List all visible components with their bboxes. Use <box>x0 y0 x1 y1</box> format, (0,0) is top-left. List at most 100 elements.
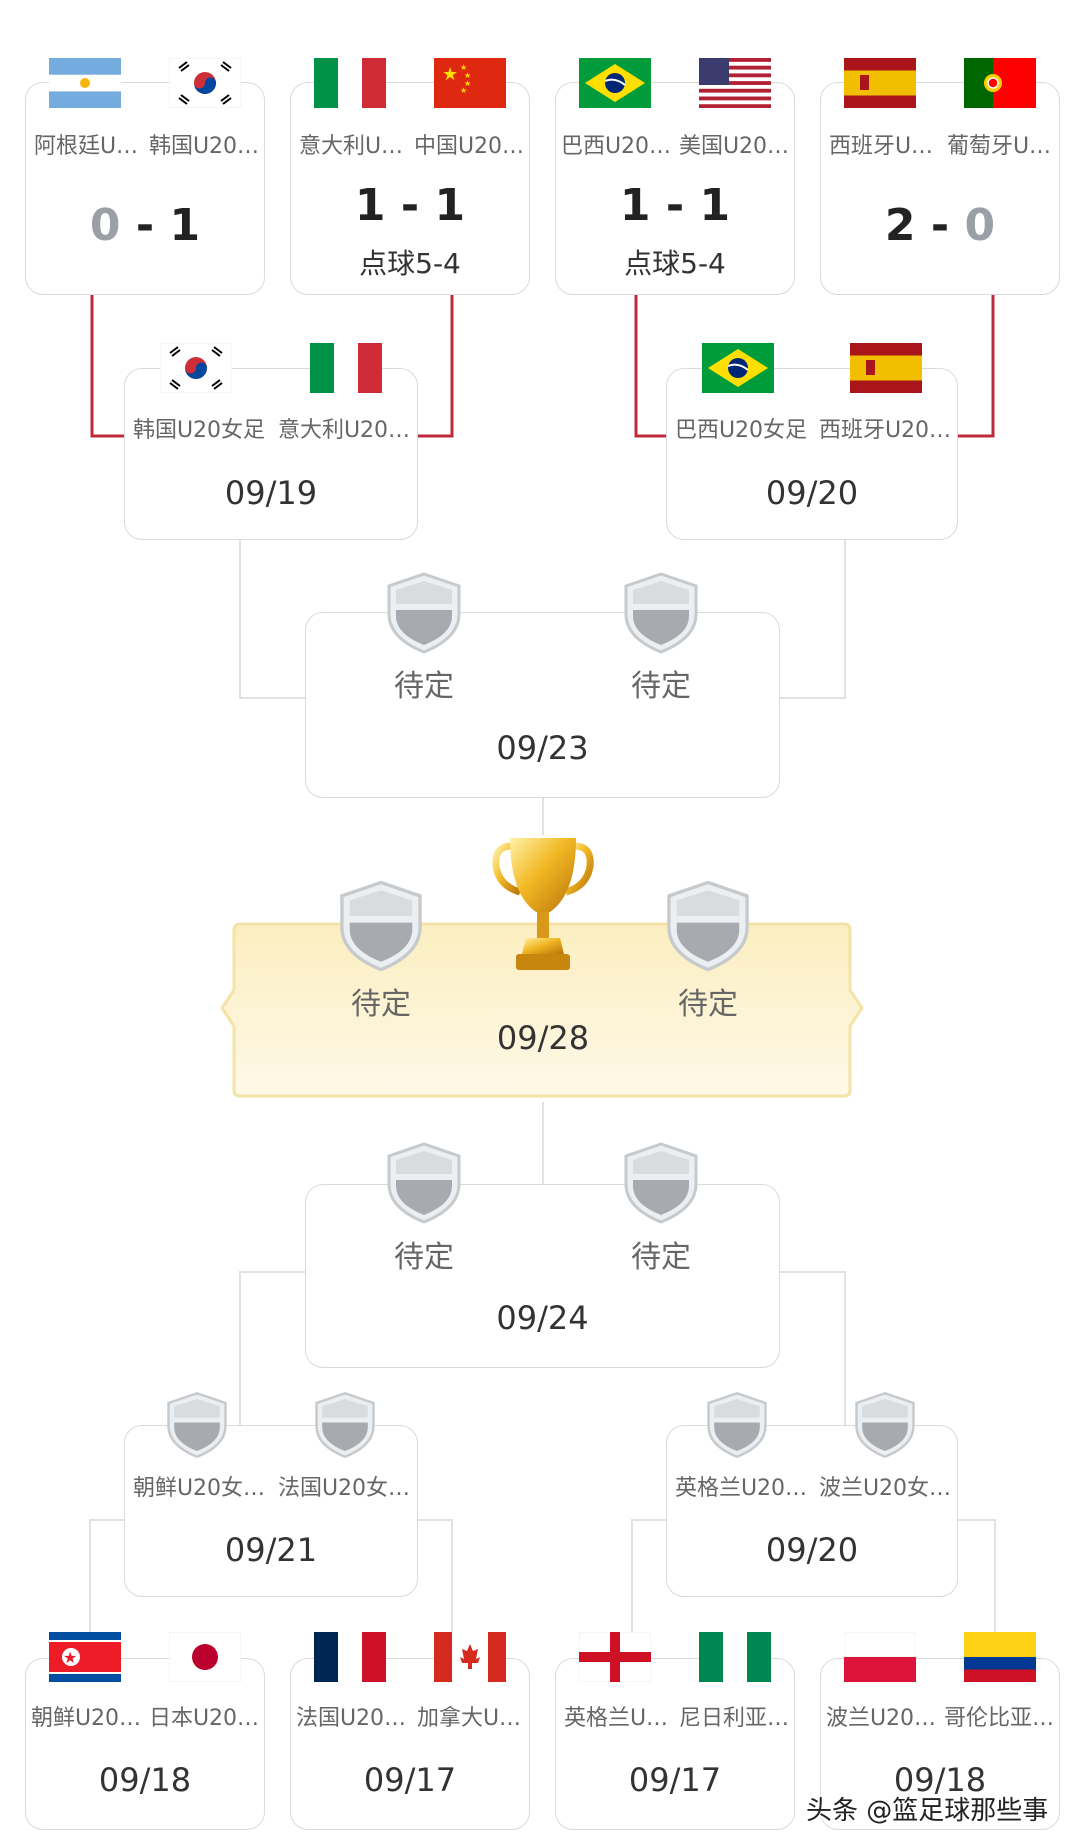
argentina-flag-icon <box>49 58 121 108</box>
placeholder-shield-icon <box>315 1391 375 1459</box>
match-card-upper-qf-1[interactable] <box>124 368 418 540</box>
poland-flag-icon <box>844 1632 916 1682</box>
svg-text:★: ★ <box>460 86 467 95</box>
colombia-flag-icon <box>964 1632 1036 1682</box>
penalty-result: 点球5-4 <box>624 247 726 280</box>
match-card-lower-r16-1[interactable] <box>25 1658 265 1830</box>
italy-flag-icon <box>310 343 382 393</box>
brazil-flag-icon <box>579 58 651 108</box>
match-score: 0 - 1 <box>25 200 265 252</box>
svg-text:★: ★ <box>63 1648 77 1667</box>
team-name-1: 法国U20… <box>295 1706 407 1731</box>
line-qf1-sf <box>239 540 305 699</box>
match-date: 09/17 <box>363 1761 457 1799</box>
watermark-text: 头条 @篮足球那些事 <box>806 1796 1049 1826</box>
team-name-1: 英格兰U… <box>563 1706 669 1731</box>
match-card-lower-qf-1[interactable] <box>124 1425 418 1597</box>
score-2: 1 <box>434 180 466 231</box>
svg-text:★: ★ <box>464 71 471 80</box>
team-name-1: 波兰U20… <box>825 1706 937 1731</box>
svg-text:★: ★ <box>460 63 467 72</box>
team-name-1: 意大利U… <box>298 134 404 159</box>
placeholder-shield-icon <box>167 1391 227 1459</box>
match-card-upper-r16-1[interactable] <box>25 82 265 295</box>
team-name-1: 英格兰U20… <box>674 1476 808 1501</box>
trophy-icon <box>492 838 594 970</box>
placeholder-shield-icon <box>624 1142 698 1224</box>
line-r16-4-qf <box>958 295 995 438</box>
match-date: 09/20 <box>765 474 859 512</box>
line-sf-qf2 <box>780 1271 846 1432</box>
placeholder-shield-icon <box>667 880 749 972</box>
team-tbd-1: 待定 <box>394 1240 454 1275</box>
line-r16-2-qf <box>418 295 454 438</box>
japan-flag-icon <box>169 1632 241 1682</box>
match-date: 09/28 <box>496 1019 590 1057</box>
match-date: 09/19 <box>224 474 318 512</box>
team-name-2: 波兰U20女… <box>818 1476 952 1501</box>
score-sep: - <box>135 200 155 251</box>
china-flag-icon: ★★★★★ <box>434 58 506 108</box>
score-sep: - <box>400 180 420 231</box>
match-date: 09/24 <box>496 1299 589 1337</box>
match-card-lower-qf-2[interactable] <box>666 1425 958 1597</box>
match-card-upper-r16-3[interactable] <box>555 82 795 295</box>
score-2: 0 <box>964 200 996 251</box>
match-card-lower-sf[interactable] <box>305 1184 780 1368</box>
score-sep: - <box>930 200 950 251</box>
nigeria-flag-icon <box>699 1632 771 1682</box>
match-score: 1 - 1 <box>290 180 530 232</box>
france-flag-icon <box>314 1632 386 1682</box>
team-name-2: 美国U20… <box>678 134 790 159</box>
line-qf2-sf <box>780 540 846 699</box>
score-1: 0 <box>89 200 121 251</box>
match-card-lower-r16-3[interactable] <box>555 1658 795 1830</box>
placeholder-shield-icon <box>707 1391 767 1459</box>
match-card-upper-qf-2[interactable] <box>666 368 958 540</box>
score-1: 1 <box>354 180 386 231</box>
england-flag-icon <box>579 1632 651 1682</box>
match-date: 09/18 <box>893 1761 987 1799</box>
placeholder-shield-icon <box>387 572 461 654</box>
team-name-2: 意大利U20… <box>277 418 411 443</box>
line-r16-3-qf <box>634 295 666 438</box>
match-score: 2 - 0 <box>820 200 1060 252</box>
match-card-upper-r16-4[interactable] <box>820 82 1060 295</box>
team-name-1: 巴西U20… <box>560 134 672 159</box>
match-card-upper-sf[interactable] <box>305 612 780 798</box>
placeholder-shield-icon <box>387 1142 461 1224</box>
team-tbd-2: 待定 <box>678 987 738 1022</box>
match-card-lower-r16-2[interactable] <box>290 1658 530 1830</box>
team-name-2: 法国U20女… <box>277 1476 411 1501</box>
score-2: 1 <box>169 200 201 251</box>
match-date: 09/23 <box>496 729 589 767</box>
team-tbd-2: 待定 <box>631 1240 691 1275</box>
placeholder-shield-icon <box>340 880 422 972</box>
brazil-flag-icon <box>702 343 774 393</box>
match-date: 09/18 <box>98 1761 192 1799</box>
placeholder-shield-icon <box>624 572 698 654</box>
placeholder-shield-icon <box>855 1391 915 1459</box>
team-name-2: 葡萄牙U… <box>946 134 1052 159</box>
match-score: 1 - 1 <box>555 180 795 232</box>
line-sf-qf1 <box>239 1271 305 1432</box>
team-name-1: 巴西U20女足 <box>674 418 808 443</box>
team-name-2: 日本U20… <box>148 1706 260 1731</box>
team-name-2: 西班牙U20… <box>818 418 952 443</box>
match-card-upper-r16-2[interactable] <box>290 82 530 295</box>
line-r16-1-qf <box>90 295 124 438</box>
svg-text:★: ★ <box>464 79 471 88</box>
svg-text:★: ★ <box>442 64 458 85</box>
team-tbd-2: 待定 <box>631 669 691 704</box>
team-name-1: 阿根廷U… <box>33 134 139 159</box>
team-name-2: 哥伦比亚… <box>943 1706 1054 1731</box>
italy-flag-icon <box>314 58 386 108</box>
team-name-2: 尼日利亚… <box>678 1706 789 1731</box>
score-sep: - <box>665 180 685 231</box>
penalty-result: 点球5-4 <box>359 247 461 280</box>
team-name-1: 朝鲜U20女… <box>132 1476 266 1501</box>
score-1: 1 <box>619 180 651 231</box>
korea-flag-icon <box>160 343 232 393</box>
spain-flag-icon <box>850 343 922 393</box>
match-card-lower-r16-4[interactable] <box>820 1658 1060 1830</box>
